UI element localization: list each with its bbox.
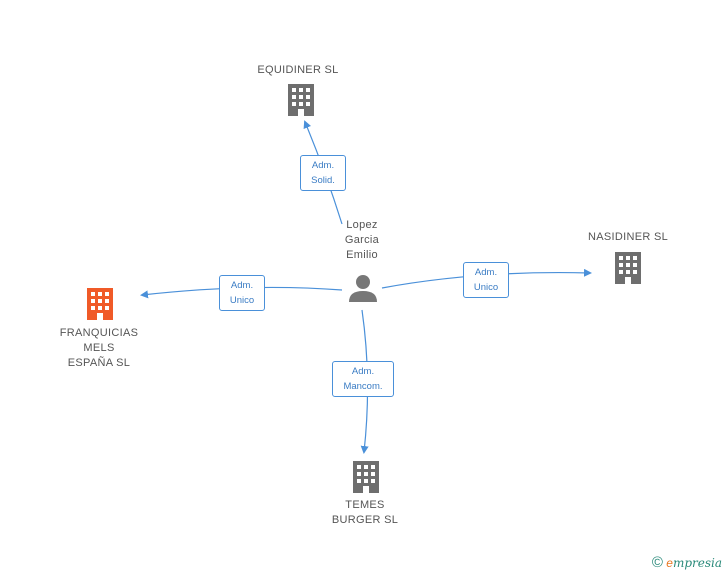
- relation-label-equidiner: Adm. Solid.: [300, 155, 346, 191]
- brand-initial: e: [666, 556, 673, 570]
- company-label-nasidiner[interactable]: NASIDINER SL: [587, 231, 668, 243]
- building-icon[interactable]: [353, 461, 379, 493]
- building-icon[interactable]: [615, 252, 641, 284]
- building-icon[interactable]: [87, 288, 113, 320]
- person-label[interactable]: Lopez Garcia Emilio: [344, 219, 380, 261]
- company-label-temes[interactable]: TEMES BURGER SL: [331, 499, 399, 526]
- copyright-symbol: ©: [651, 554, 663, 571]
- relation-label-temes: Adm. Mancom.: [332, 361, 394, 397]
- relation-label-franquicias: Adm. Unico: [219, 275, 265, 311]
- company-label-franquicias[interactable]: FRANQUICIAS MELS ESPAÑA SL: [59, 327, 139, 369]
- company-label-equidiner[interactable]: EQUIDINER SL: [257, 64, 339, 76]
- footer-brand: © empresia: [652, 554, 722, 571]
- building-icon[interactable]: [288, 84, 314, 116]
- brand-name: mpresia: [672, 556, 722, 570]
- relation-label-nasidiner: Adm. Unico: [463, 262, 509, 298]
- person-icon[interactable]: [349, 275, 377, 302]
